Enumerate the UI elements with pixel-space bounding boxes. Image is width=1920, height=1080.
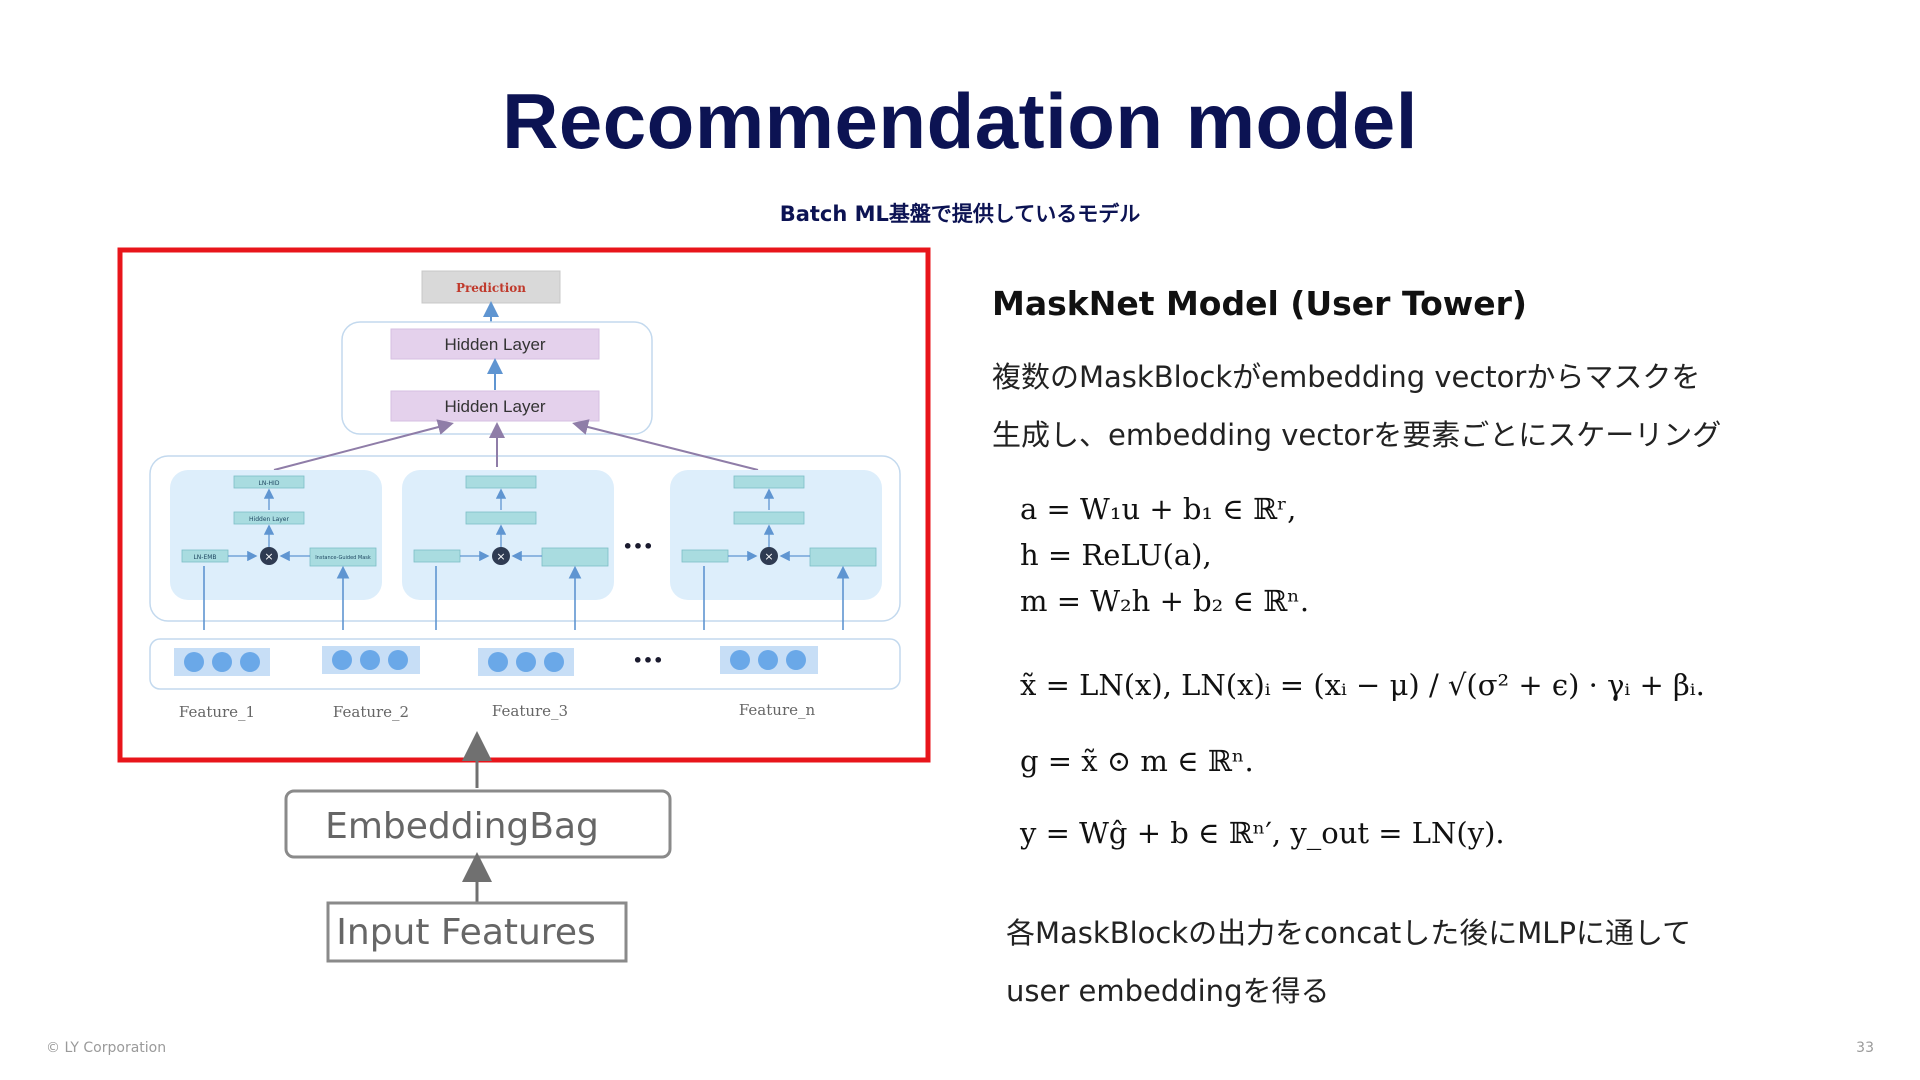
description-line-1: 複数のMaskBlockがembedding vectorからマスクを — [992, 360, 1701, 394]
feature-label-2: Feature_2 — [333, 703, 409, 721]
hidden-layer-bottom — [390, 390, 600, 422]
feature-label-1: Feature_1 — [179, 703, 255, 721]
equation-m: m = W₂h + b₂ ∈ ℝⁿ. — [1020, 584, 1310, 618]
conclusion-line-2: user embeddingを得る — [1006, 974, 1330, 1008]
block-label-instance-mask: Instance-Guided Mask — [315, 555, 371, 561]
slide-subtitle: Batch ML基盤で提供しているモデル — [779, 202, 1141, 226]
feature-label-3: Feature_3 — [492, 702, 568, 720]
masknet-architecture-diagram: × Prediction Hidden Layer Hidden Layer L… — [117, 247, 931, 963]
block-label-ln-emb: LN-EMB — [193, 554, 216, 561]
feature-3-embeddings — [478, 648, 574, 676]
feature-1-embeddings — [174, 648, 270, 676]
block-label-hidden-layer: Hidden Layer — [249, 516, 289, 523]
features-ellipsis: ••• — [633, 651, 664, 670]
equation-h: h = ReLU(a), — [1020, 538, 1212, 572]
input-features-label: Input Features — [336, 912, 595, 953]
slide-title: Recommendation model — [502, 77, 1418, 165]
embeddingbag-label: EmbeddingBag — [325, 806, 599, 847]
input-features-box — [326, 901, 628, 963]
equation-y: y = Wĝ + b ∈ ℝⁿ′, y_out = LN(y). — [1020, 816, 1505, 850]
equation-g: g = x̃ ⊙ m ∈ ℝⁿ. — [1020, 744, 1254, 778]
hidden-layer-top-label: Hidden Layer — [444, 335, 545, 354]
description-line-2: 生成し、embedding vectorを要素ごとにスケーリング — [992, 418, 1722, 452]
block-label-ln-hid: LN-HID — [259, 480, 280, 487]
blocks-ellipsis: ••• — [623, 537, 654, 556]
copyright: © LY Corporation — [46, 1040, 167, 1056]
feature-label-n: Feature_n — [739, 701, 816, 719]
prediction-label: Prediction — [456, 281, 526, 295]
feature-n-embeddings — [720, 646, 818, 674]
masknet-heading: MaskNet Model (User Tower) — [992, 284, 1527, 323]
page-number: 33 — [1856, 1040, 1874, 1056]
equation-layer-norm: x̃ = LN(x), LN(x)ᵢ = (xᵢ − μ) / √(σ² + ϵ… — [1020, 668, 1705, 702]
highlight-frame — [117, 247, 931, 763]
feature-2-embeddings — [322, 646, 420, 674]
hidden-layer-bottom-label: Hidden Layer — [444, 397, 545, 416]
equation-a: a = W₁u + b₁ ∈ ℝʳ, — [1020, 492, 1297, 526]
conclusion-line-1: 各MaskBlockの出力をconcatした後にMLPに通して — [1006, 916, 1692, 950]
